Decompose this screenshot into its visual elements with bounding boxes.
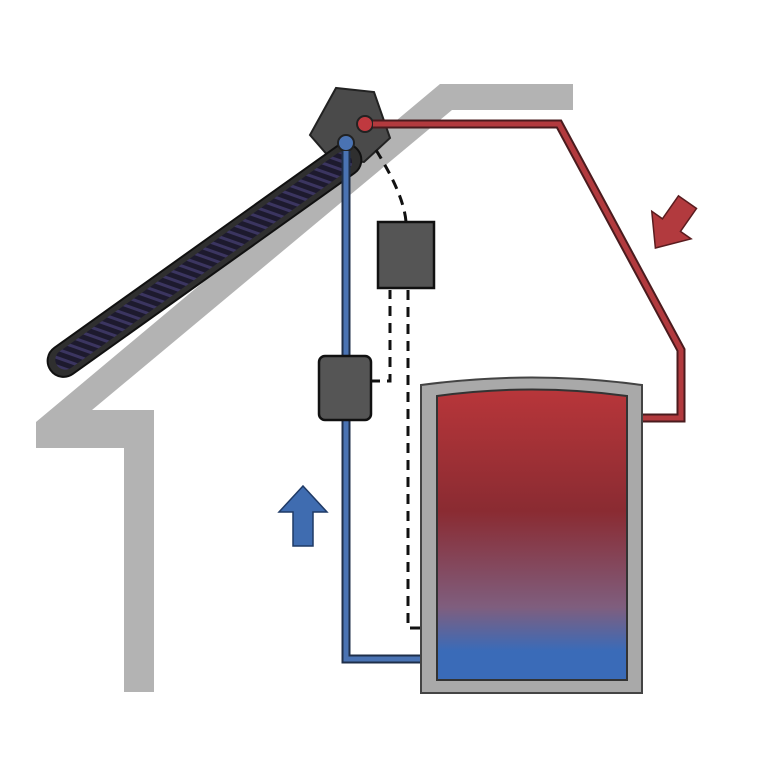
hot-flow-pipe	[373, 119, 686, 423]
pump-station	[317, 354, 373, 422]
solar-collector	[46, 86, 392, 378]
sensor-wires	[370, 149, 428, 630]
cold-return-pipe	[341, 151, 432, 664]
controller-unit	[376, 220, 436, 290]
collector-outlet-hot	[356, 115, 374, 133]
storage-tank	[420, 376, 643, 694]
up-arrow-icon	[277, 484, 329, 547]
pump-control-wire	[370, 290, 392, 383]
collector-sensor-wire	[374, 149, 408, 223]
collector-tubes	[55, 152, 353, 370]
tank-water	[436, 388, 628, 681]
down-arrow-icon	[650, 194, 698, 249]
collector-inlet-cold	[337, 134, 355, 152]
